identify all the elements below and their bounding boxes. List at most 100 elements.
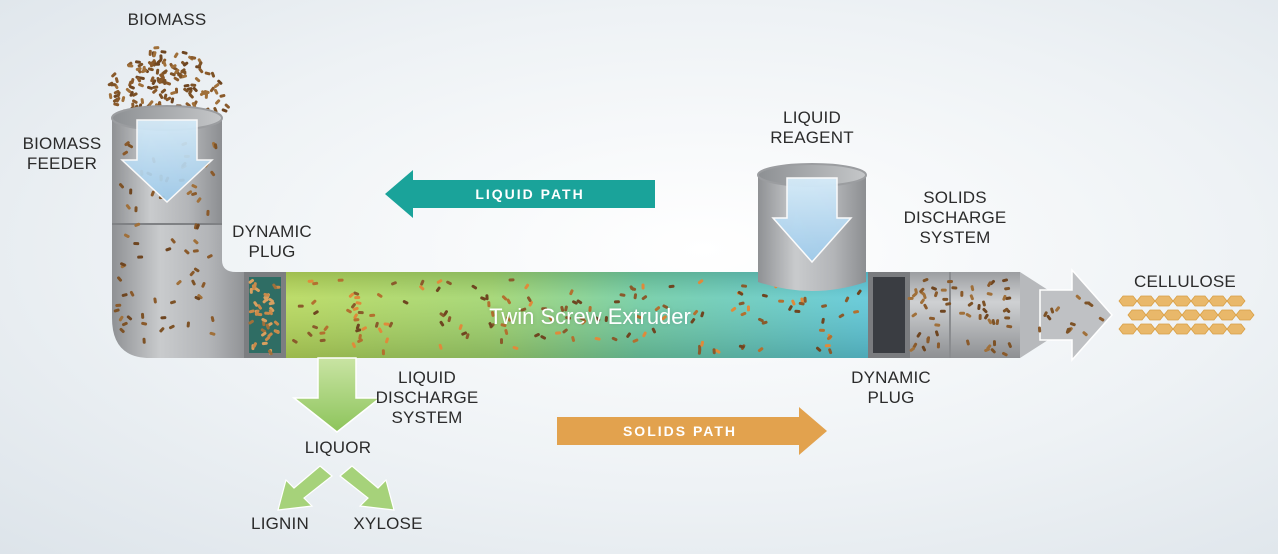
cellulose-fiber: [1163, 309, 1183, 321]
xylose-label: XYLOSE: [353, 514, 423, 533]
particle: [564, 305, 568, 312]
particle: [191, 192, 198, 196]
solids-path-arrow[interactable]: [557, 407, 827, 455]
solids-path-label: SOLIDS PATH: [622, 423, 738, 439]
particle: [947, 279, 954, 284]
particle: [173, 52, 179, 59]
particle: [190, 83, 197, 87]
particle: [118, 183, 124, 189]
particle: [170, 300, 176, 305]
particle: [604, 316, 608, 323]
cellulose-fibers: [1118, 295, 1255, 335]
particle: [125, 204, 131, 210]
cellulose-fiber: [1181, 309, 1201, 321]
particle: [982, 307, 988, 314]
particle: [715, 348, 721, 354]
particle: [165, 247, 172, 252]
particle: [273, 320, 280, 326]
particle: [193, 267, 200, 273]
particle: [909, 347, 916, 352]
particle: [383, 322, 390, 326]
particle: [142, 337, 146, 344]
particle: [191, 184, 198, 189]
particle: [170, 64, 177, 69]
cellulose-fiber: [1226, 323, 1246, 335]
cellulose-fiber: [1118, 323, 1138, 335]
particle: [461, 331, 468, 336]
particle: [447, 316, 452, 323]
particle: [138, 83, 144, 88]
particle: [940, 288, 947, 292]
lignin-label: LIGNIN: [251, 514, 309, 533]
particle: [189, 270, 195, 277]
particle: [209, 331, 216, 336]
particle: [911, 312, 918, 318]
particle: [922, 293, 927, 300]
particle: [186, 321, 190, 328]
liquid-path-arrow[interactable]: [385, 170, 655, 218]
particle: [534, 333, 540, 338]
dynamic-plug-left-label: DYNAMIC PLUG: [232, 222, 312, 261]
particle: [1007, 342, 1012, 348]
particle: [959, 311, 966, 315]
particle: [197, 294, 203, 300]
particle: [922, 278, 929, 283]
particle: [788, 305, 793, 311]
particle: [169, 324, 175, 330]
particle: [960, 290, 964, 297]
dynamic-plug-right-label: DYNAMIC PLUG: [851, 368, 931, 407]
particle: [936, 342, 941, 349]
particle: [697, 348, 702, 355]
particle: [435, 286, 441, 293]
particle: [135, 67, 142, 71]
cellulose-fiber: [1190, 295, 1210, 307]
particle: [111, 72, 117, 78]
particle: [1098, 316, 1105, 322]
particle: [261, 341, 268, 346]
particle: [931, 286, 937, 291]
particle: [1002, 351, 1008, 357]
particle: [984, 347, 990, 352]
liquid-reagent-label: LIQUID REAGENT: [770, 108, 854, 147]
particle: [987, 318, 993, 325]
particle: [506, 298, 511, 305]
particle: [121, 293, 128, 297]
particle: [160, 73, 165, 80]
particle: [196, 197, 202, 203]
particle: [355, 301, 362, 305]
particle: [576, 299, 583, 305]
cellulose-fiber: [1199, 309, 1219, 321]
particle: [147, 85, 153, 90]
particle: [141, 321, 148, 326]
particle: [311, 299, 317, 305]
particle: [191, 279, 196, 286]
particle: [929, 316, 935, 321]
particle: [263, 296, 269, 302]
particle: [353, 291, 360, 296]
particle: [613, 300, 620, 304]
particle: [127, 143, 134, 149]
particle: [109, 83, 116, 87]
particle: [378, 327, 383, 334]
particle: [199, 91, 206, 96]
particle: [501, 295, 508, 301]
particle: [939, 309, 946, 313]
particle: [150, 61, 154, 68]
cellulose-fiber: [1190, 323, 1210, 335]
particle: [700, 311, 705, 318]
particle: [641, 295, 648, 301]
particle: [126, 315, 133, 321]
particle: [141, 312, 145, 319]
particle: [155, 68, 160, 75]
particle: [1002, 294, 1007, 301]
particle: [337, 278, 344, 282]
particle: [357, 311, 364, 315]
particle: [1002, 278, 1009, 283]
particle: [348, 292, 355, 298]
particle: [116, 91, 121, 98]
particle: [588, 305, 592, 312]
biomass-down-arrow: [120, 119, 214, 204]
particle: [741, 284, 748, 288]
particle: [148, 100, 154, 106]
particle: [170, 238, 176, 244]
